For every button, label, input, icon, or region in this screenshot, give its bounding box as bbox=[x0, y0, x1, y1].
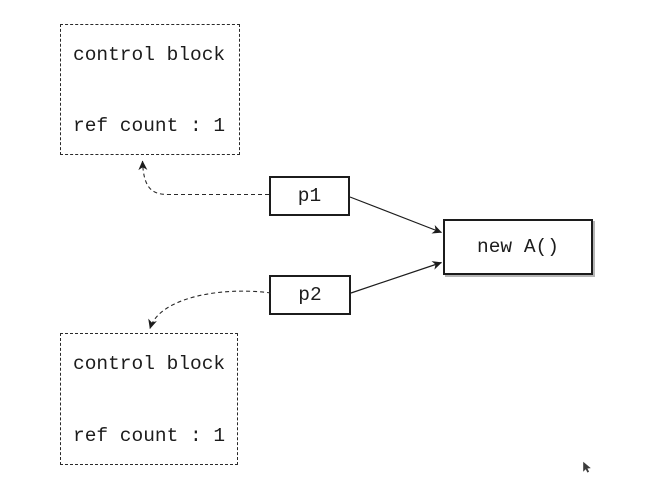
dashed-arrow-p2-to-control-block bbox=[148, 290, 272, 329]
control-block-bottom: control block ref count : 1 bbox=[60, 333, 238, 465]
pointer-p1-box: p1 bbox=[269, 176, 350, 216]
control-block-top: control block ref count : 1 bbox=[60, 24, 240, 155]
pointer-p1-label: p1 bbox=[297, 184, 322, 207]
control-block-top-title: control block bbox=[73, 44, 226, 66]
mouse-cursor-icon bbox=[583, 461, 591, 473]
control-block-top-refcount: ref count : 1 bbox=[73, 115, 226, 137]
dashed-arrow-p1-to-control-block bbox=[138, 160, 269, 196]
control-block-bottom-title: control block bbox=[73, 353, 226, 375]
pointer-p2-label: p2 bbox=[298, 283, 322, 306]
object-new-a-label: new A() bbox=[477, 235, 559, 258]
pointer-p2-box: p2 bbox=[269, 275, 351, 315]
object-new-a-box: new A() bbox=[443, 219, 593, 275]
arrow-p2-to-object bbox=[350, 261, 442, 294]
arrow-p1-to-object bbox=[349, 196, 442, 234]
control-block-bottom-refcount: ref count : 1 bbox=[73, 425, 226, 447]
